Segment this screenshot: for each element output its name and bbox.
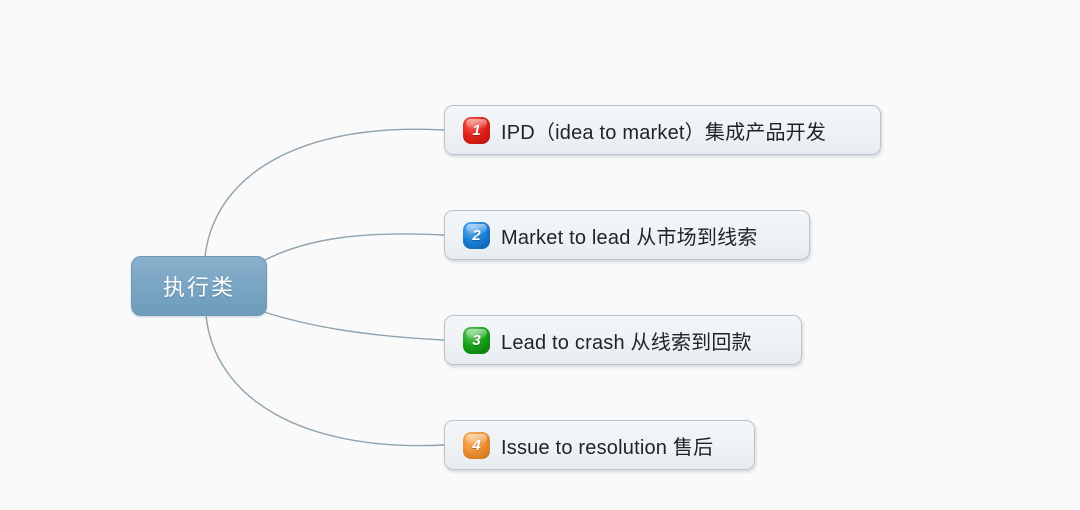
mindmap-node-4-label: Issue to resolution 售后: [501, 436, 714, 459]
mindmap-node-4[interactable]: 4 Issue to resolution 售后: [444, 420, 755, 470]
number-badge-1-icon: 1: [463, 116, 490, 144]
number-badge-2-icon: 2: [463, 221, 490, 249]
mindmap-node-1[interactable]: 1 IPD（idea to market）集成产品开发: [444, 105, 881, 155]
connector-root-to-node-1: [204, 128, 445, 258]
mindmap-node-1-label: IPD（idea to market）集成产品开发: [501, 121, 827, 144]
root-node-label: 执行类: [162, 275, 235, 300]
root-node[interactable]: 执行类: [131, 256, 267, 316]
mindmap-node-2-label: Market to lead 从市场到线索: [501, 226, 758, 249]
number-badge-3-icon: 3: [463, 326, 490, 354]
connector-root-to-node-2: [260, 233, 445, 263]
mindmap-node-3-label: Lead to crash 从线索到回款: [501, 331, 752, 354]
mindmap-node-2[interactable]: 2 Market to lead 从市场到线索: [444, 210, 810, 260]
number-badge-4-icon: 4: [463, 431, 490, 459]
connector-root-to-node-3: [260, 310, 445, 341]
connector-root-to-node-4: [205, 314, 445, 447]
mindmap-node-3[interactable]: 3 Lead to crash 从线索到回款: [444, 315, 802, 365]
